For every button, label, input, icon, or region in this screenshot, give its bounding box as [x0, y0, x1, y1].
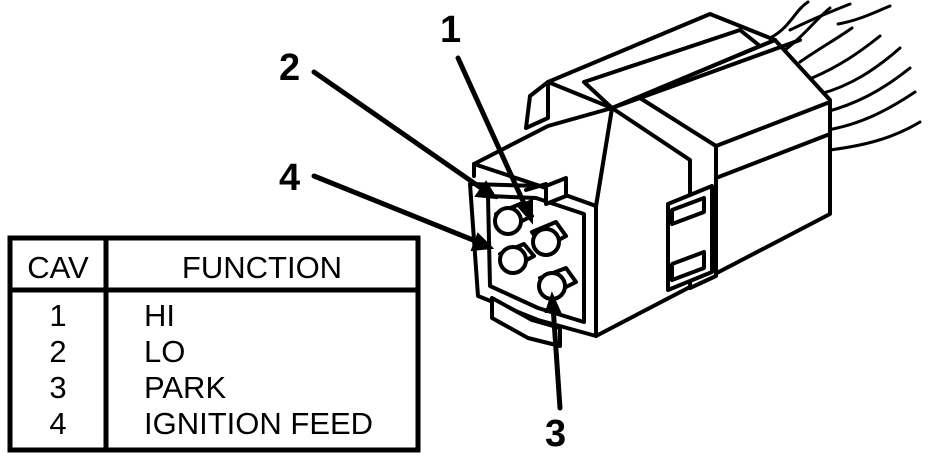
- leader-arrow-2: [474, 180, 498, 200]
- pin-cavity-4: [498, 242, 536, 275]
- table-row: 1 HI: [49, 298, 175, 333]
- cavity-function-table: CAV FUNCTION 1 HI 2 LO 3 PARK 4 IGNITION…: [7, 235, 421, 453]
- table-cell-function: PARK: [144, 370, 226, 405]
- pin-cavity-3: [537, 266, 578, 301]
- table-row: 4 IGNITION FEED: [49, 406, 373, 441]
- table-cell-function: IGNITION FEED: [144, 406, 373, 441]
- leader-arrow-1: [516, 198, 533, 225]
- leader-line-1: [455, 55, 530, 213]
- callout-label-3: 3: [545, 413, 566, 455]
- table-cell-function: HI: [144, 298, 175, 333]
- callout-label-4: 4: [279, 157, 300, 199]
- table-header-function: FUNCTION: [182, 250, 342, 285]
- connector-illustration: [468, 0, 922, 348]
- leader-arrow-3: [544, 291, 562, 313]
- table-cell-function: LO: [144, 334, 185, 369]
- housing-bottom-lip: [490, 296, 562, 348]
- table-cell-cav: 1: [49, 298, 66, 333]
- table-cell-cav: 3: [49, 370, 66, 405]
- wire-bundle: [768, 0, 922, 152]
- leader-arrow-4: [470, 232, 495, 252]
- pin-cavity-1: [530, 220, 568, 257]
- table-row: 3 PARK: [49, 370, 226, 405]
- housing-collar: [582, 28, 762, 110]
- callout-label-2: 2: [279, 47, 300, 89]
- table-cell-cav: 4: [49, 406, 66, 441]
- leader-line-3: [550, 303, 563, 411]
- table-header-cav: CAV: [27, 250, 89, 285]
- callout-leaders: [311, 55, 563, 411]
- callout-label-1: 1: [440, 9, 461, 51]
- leader-line-4: [311, 173, 481, 245]
- housing-front-top: [472, 106, 614, 208]
- table-row: 2 LO: [49, 334, 185, 369]
- leader-line-2: [311, 69, 487, 193]
- table-cell-cav: 2: [49, 334, 66, 369]
